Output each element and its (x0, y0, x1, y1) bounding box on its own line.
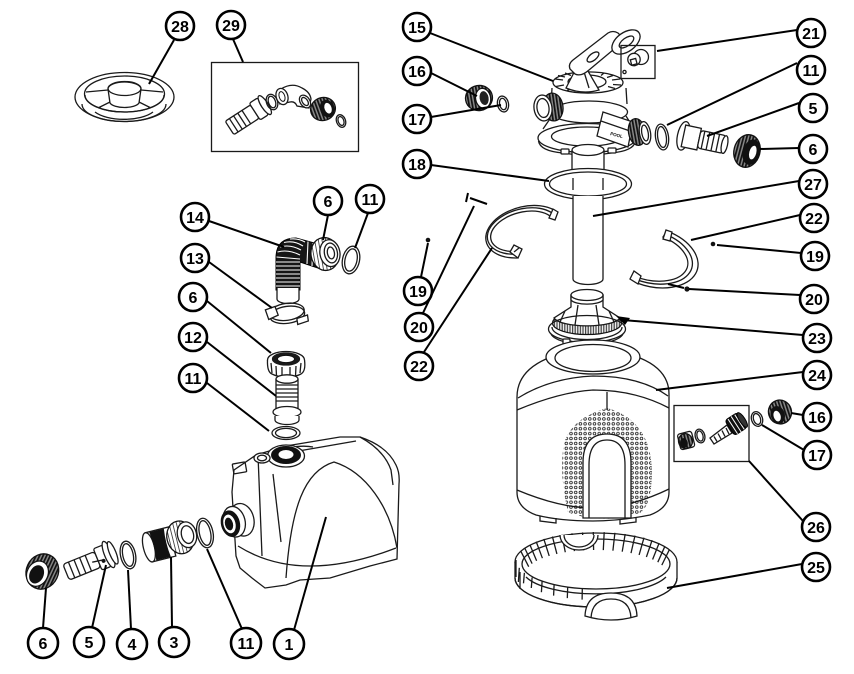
svg-text:22: 22 (410, 359, 428, 376)
svg-text:17: 17 (408, 112, 426, 129)
svg-text:24: 24 (808, 368, 826, 385)
svg-text:5: 5 (809, 101, 818, 118)
svg-text:28: 28 (171, 19, 189, 36)
svg-text:11: 11 (362, 192, 379, 209)
svg-text:5: 5 (85, 635, 94, 652)
svg-text:16: 16 (408, 64, 426, 81)
svg-text:27: 27 (804, 177, 822, 194)
svg-text:23: 23 (808, 331, 826, 348)
svg-text:6: 6 (189, 290, 198, 307)
svg-text:3: 3 (170, 635, 179, 652)
svg-text:29: 29 (222, 18, 240, 35)
svg-text:4: 4 (128, 637, 137, 654)
svg-text:1: 1 (285, 637, 294, 654)
svg-text:16: 16 (808, 410, 826, 427)
svg-text:19: 19 (806, 249, 824, 266)
svg-text:6: 6 (324, 194, 333, 211)
svg-text:11: 11 (803, 63, 820, 80)
svg-text:26: 26 (807, 520, 825, 537)
svg-text:19: 19 (409, 284, 427, 301)
svg-text:20: 20 (805, 292, 823, 309)
svg-text:17: 17 (808, 448, 826, 465)
svg-text:6: 6 (809, 142, 818, 159)
svg-text:11: 11 (185, 371, 202, 388)
svg-text:POOL: POOL (610, 131, 624, 139)
svg-text:18: 18 (408, 157, 426, 174)
svg-text:11: 11 (238, 636, 255, 653)
svg-text:25: 25 (807, 560, 825, 577)
svg-text:13: 13 (186, 251, 204, 268)
svg-text:14: 14 (186, 210, 204, 227)
svg-text:22: 22 (805, 211, 823, 228)
svg-text:20: 20 (410, 320, 428, 337)
svg-text:6: 6 (39, 636, 48, 653)
svg-text:21: 21 (802, 26, 820, 43)
svg-text:12: 12 (184, 330, 202, 347)
svg-text:15: 15 (408, 20, 426, 37)
